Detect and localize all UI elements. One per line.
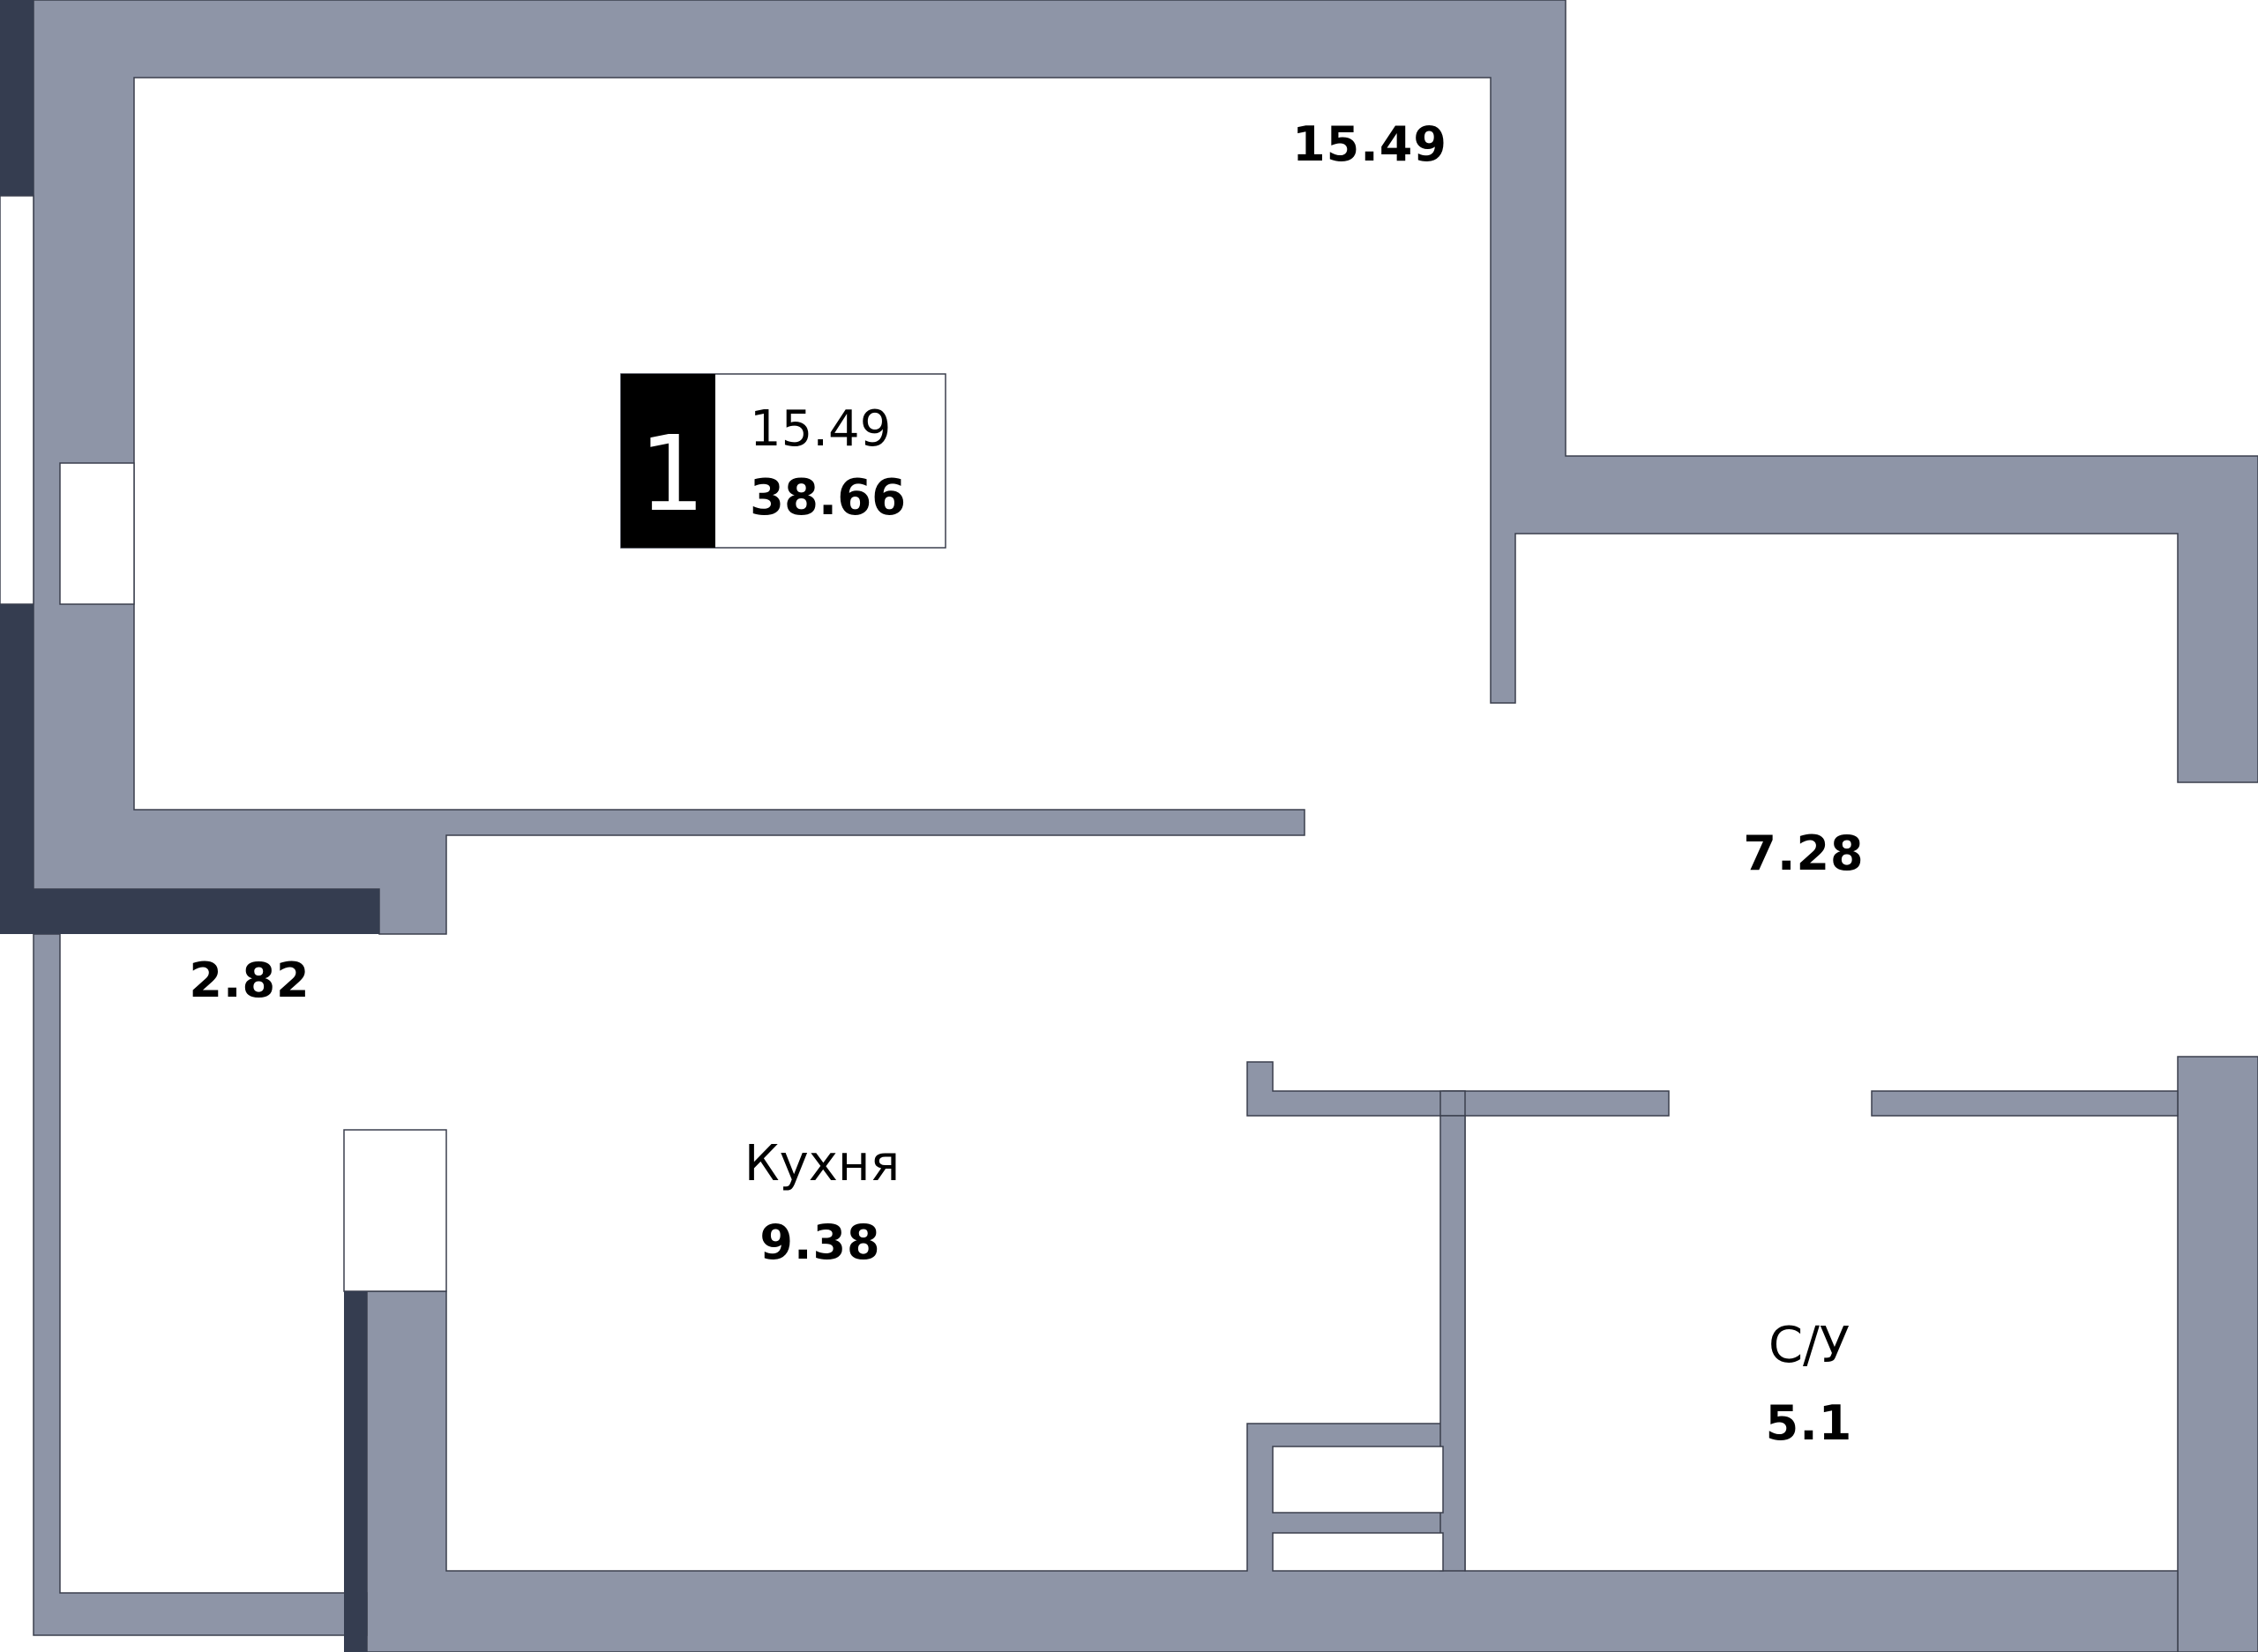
bathroom-name: С/У (1768, 1317, 1850, 1374)
bathroom-area: 5.1 (1766, 1395, 1853, 1451)
kitchen-area: 9.38 (759, 1215, 880, 1270)
badge-living-area: 15.49 (750, 400, 891, 458)
windows (0, 195, 34, 605)
exterior-wall-left (0, 604, 34, 934)
kitchen-niche (343, 1129, 447, 1292)
badge-rooms-box (621, 374, 715, 548)
balcony-area: 2.82 (189, 953, 310, 1008)
walls (33, 0, 2258, 1652)
shaft-upper (1272, 1446, 1444, 1514)
badge-total-area: 38.66 (750, 469, 906, 527)
hallway-area: 7.28 (1743, 826, 1864, 881)
exterior-wall-balcony (344, 1291, 367, 1652)
apartment-badge: 1 15.49 38.66 (620, 373, 946, 549)
bedroom-area: 15.49 (1292, 116, 1447, 172)
bathroom-left-wall (1439, 1090, 1466, 1117)
balcony-rail (33, 933, 368, 1636)
bedroom-niche (59, 462, 135, 605)
shaft-lower (1272, 1532, 1444, 1572)
badge-rooms-count: 1 (639, 413, 705, 534)
exterior-wall-bottom (34, 889, 379, 934)
bathroom-right-wall (2177, 1056, 2258, 1652)
bathroom-top-wall-right (1871, 1090, 2179, 1117)
bedroom-window (0, 195, 34, 605)
bathroom-top-wall (1246, 1061, 1670, 1117)
bathroom-partition (1439, 1115, 1466, 1572)
kitchen-name: Кухня (744, 1135, 900, 1192)
exterior-wall-top (0, 0, 34, 196)
bedroom-walls (33, 0, 2258, 935)
exterior-walls (0, 0, 379, 1652)
niches (59, 462, 1444, 1572)
